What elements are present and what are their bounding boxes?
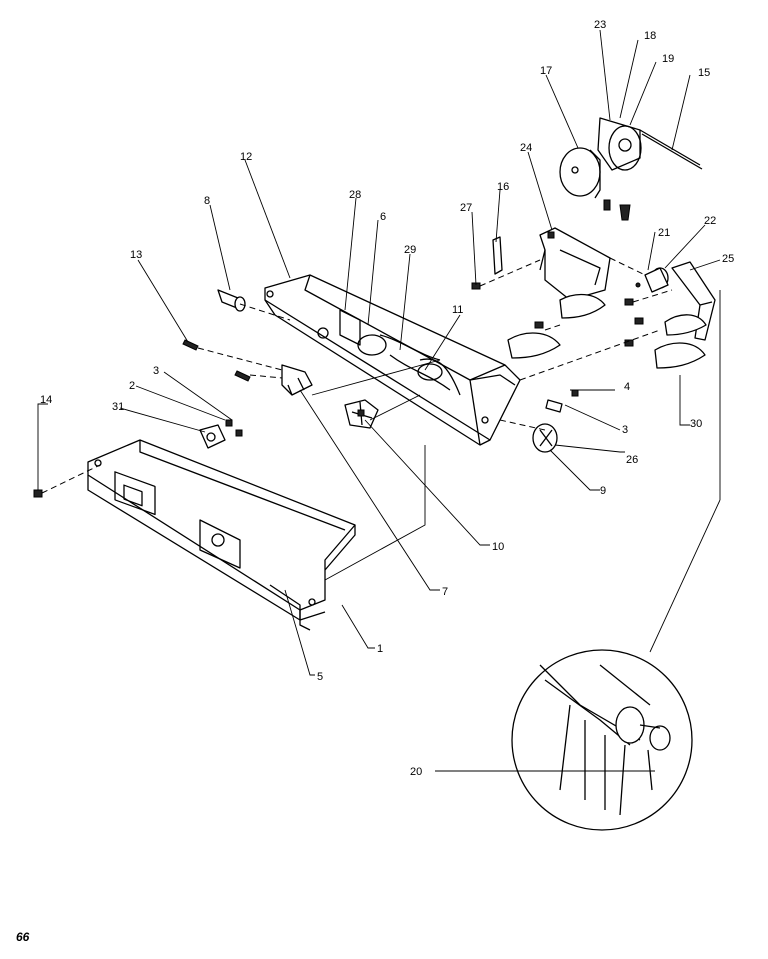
callout-27: 27 [460,202,472,214]
callout-4: 4 [624,381,630,393]
callout-16: 16 [497,181,509,193]
callout-30: 30 [690,418,702,430]
lever-part-25 [671,261,716,341]
callout-22: 22 [704,215,716,227]
housing-part-12 [264,274,521,446]
callout-15: 15 [698,67,710,79]
bracket-part-31 [199,424,226,449]
callout-10: 10 [492,541,504,553]
callout-25: 25 [722,253,734,265]
callout-8: 8 [204,195,210,207]
callout-19: 19 [662,53,674,65]
screw-part-14 [33,489,43,498]
screws-part-2-3 [225,419,243,437]
motor-part-17 [559,147,611,211]
wire-part-15 [639,129,703,170]
callout-6: 6 [380,211,386,223]
bushing-part-21-22 [635,267,669,293]
assembly-lines [41,257,673,581]
callout-3a: 3 [153,365,159,377]
callout-24: 24 [520,142,532,154]
callout-17: 17 [540,65,552,77]
detail-inset [511,290,721,831]
callout-labels: 23 18 19 15 17 24 12 16 28 8 27 6 22 21 … [40,19,734,778]
callout-12: 12 [240,151,252,163]
leader-lines [37,29,721,772]
front-panel-part-5 [87,439,356,631]
clip-part-16 [492,236,503,275]
callout-29: 29 [404,244,416,256]
callout-11: 11 [452,304,463,316]
page-number: 66 [16,930,30,944]
callout-21: 21 [658,227,670,239]
switch-part-7 [234,364,313,396]
callout-5: 5 [317,671,323,683]
callout-31: 31 [112,401,124,413]
callout-7: 7 [442,586,448,598]
screw-part-13 [182,339,199,351]
callout-2: 2 [129,380,135,392]
callout-14: 14 [40,394,52,406]
solenoid-part-8 [217,289,246,312]
switch-part-10 [344,399,379,429]
callout-20: 20 [410,766,422,778]
bracket-part-18-19-23 [597,117,642,221]
callout-9: 9 [600,485,606,497]
callout-13: 13 [130,249,142,261]
callout-26: 26 [626,454,638,466]
actuator-part-24 [539,227,611,301]
callout-18: 18 [644,30,656,42]
crescent-pads [507,293,707,369]
callout-1: 1 [377,643,383,655]
callout-28: 28 [349,189,361,201]
callout-23: 23 [594,19,606,31]
cam-part-9-26 [532,399,563,453]
callout-3b: 3 [622,424,628,436]
screws-right [471,282,644,397]
